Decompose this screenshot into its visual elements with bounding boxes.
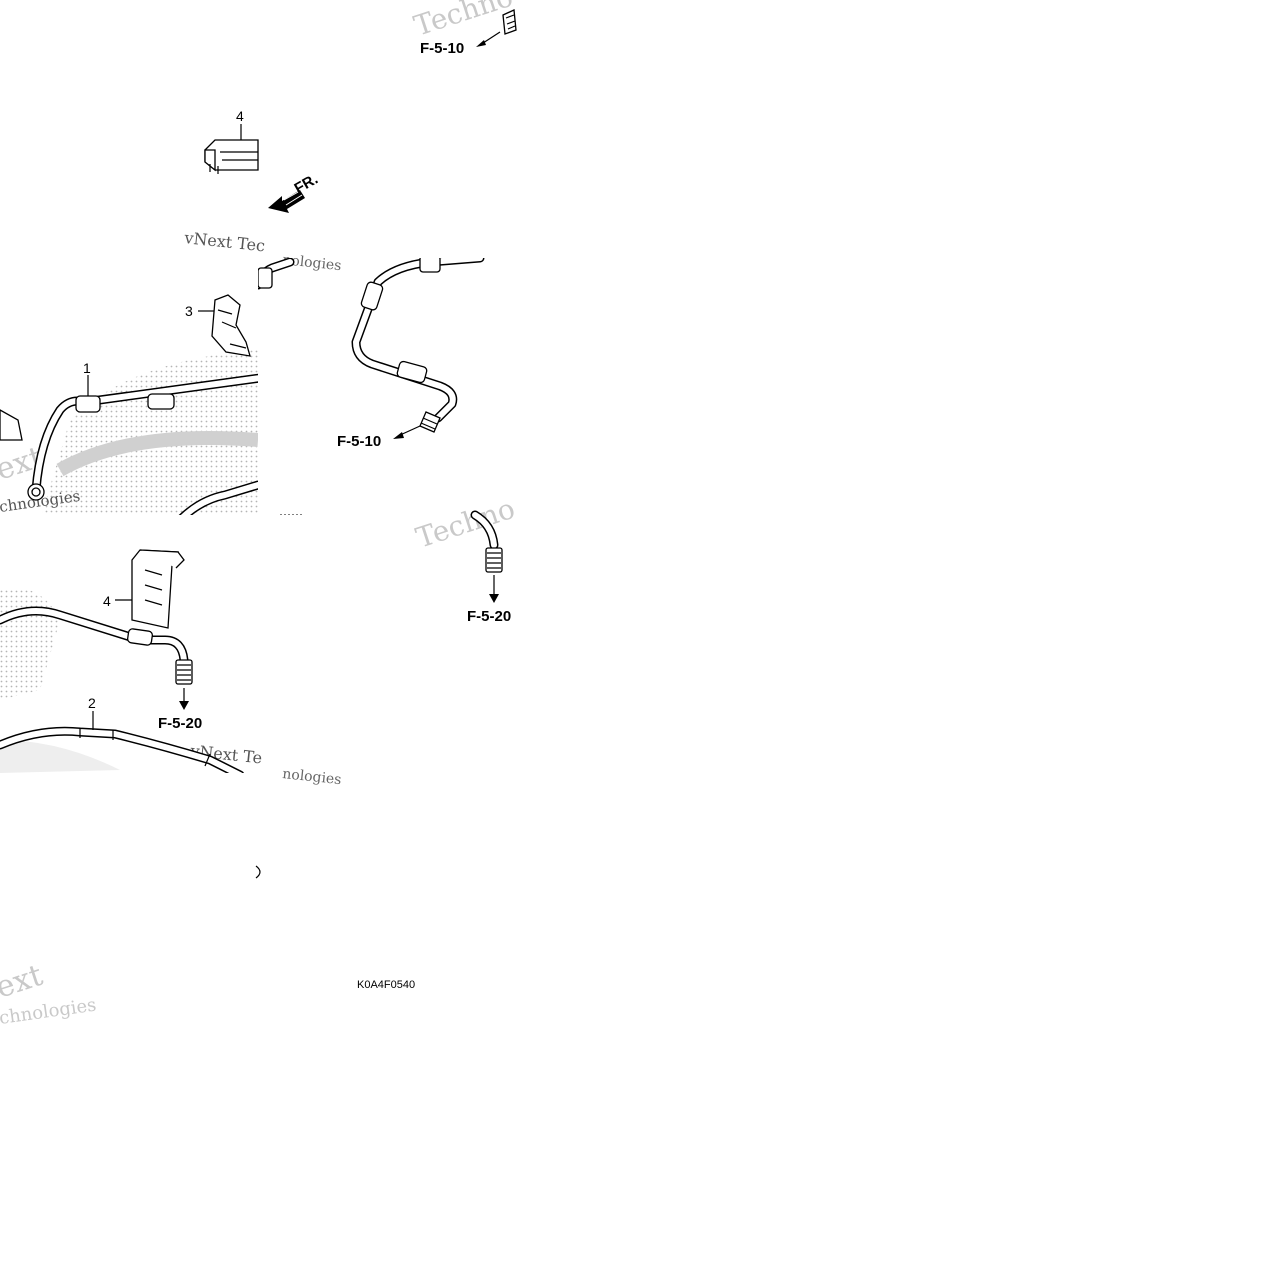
- top-fitting: [476, 9, 517, 47]
- drawing-code: K0A4F0540: [357, 979, 415, 991]
- right-fitting: [470, 510, 503, 603]
- watermark-bottom-ext: ext: [0, 958, 47, 1006]
- clamp-4-lower: [115, 549, 185, 629]
- watermark-upper-vnext: vNext Tec: [183, 228, 266, 255]
- callout-4-upper: 4: [236, 108, 244, 124]
- ref-label-left: F-5-20: [158, 715, 202, 732]
- callout-1: 1: [83, 360, 91, 376]
- brake-pipe-2: [0, 711, 245, 773]
- ref-label-right: F-5-20: [467, 608, 511, 625]
- watermark-lower-nologies: nologies: [282, 766, 343, 788]
- brake-pipe-1: [0, 373, 258, 515]
- watermark-upper-nologies: nologies: [282, 252, 343, 274]
- callout-2: 2: [88, 695, 96, 711]
- brake-pipe-front: [258, 258, 485, 515]
- watermark-mid-techno: Techno: [412, 492, 519, 555]
- watermark-top-techno: Techno: [410, 0, 517, 43]
- callout-4-lower: 4: [103, 593, 111, 609]
- clipped-fragment: [255, 865, 261, 879]
- emblem-shading: [41, 350, 258, 515]
- callout-3: 3: [185, 303, 193, 319]
- clamp-4-upper: [204, 124, 259, 174]
- brake-pipe-lower: [0, 606, 193, 710]
- ref-label-middle: F-5-10: [337, 433, 381, 450]
- front-direction-arrow: [268, 190, 305, 213]
- ref-label-top: F-5-10: [420, 40, 464, 57]
- clamp-3: [198, 294, 251, 357]
